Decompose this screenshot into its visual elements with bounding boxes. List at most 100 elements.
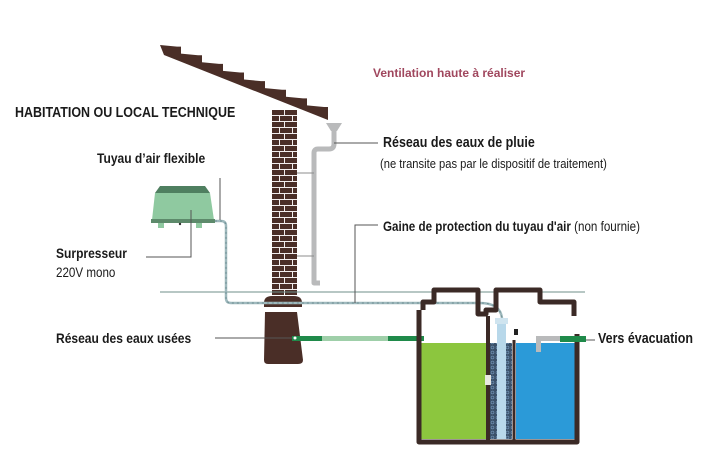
brick (272, 140, 279, 145)
brick (272, 194, 284, 199)
leader-surpresseur (146, 210, 192, 258)
brick (272, 206, 284, 211)
brick (272, 164, 279, 169)
brick (280, 224, 292, 229)
brick (280, 176, 292, 181)
eaux-pluie-note: (ne transite pas par le dispositif de tr… (380, 156, 607, 171)
leader-gaine (354, 224, 378, 303)
roof-shape (160, 45, 328, 120)
brick (285, 122, 297, 127)
brick (285, 146, 297, 151)
brick (272, 200, 279, 205)
eaux-pluie-label: Réseau des eaux de pluie (383, 135, 535, 151)
brick (293, 128, 297, 133)
brick (293, 176, 297, 181)
brick (293, 260, 297, 265)
clarifier-compartment (516, 343, 575, 439)
brick (285, 218, 297, 223)
brick (272, 242, 284, 247)
brick (272, 182, 284, 187)
brick (285, 206, 297, 211)
brick (280, 152, 292, 157)
tuyau-air-label: Tuyau d’air flexible (97, 150, 206, 166)
gaine-label-main: Gaine de protection du tuyau d'air (383, 219, 571, 234)
brick (280, 116, 292, 121)
brick (272, 266, 284, 271)
brick (280, 272, 292, 277)
brick (285, 134, 297, 139)
brick-wall (272, 110, 297, 295)
gaine-label-note: (non fournie) (570, 219, 640, 234)
brick (285, 110, 297, 115)
brick (272, 110, 284, 115)
brick (285, 266, 297, 271)
brick (272, 146, 284, 151)
roof (160, 45, 328, 120)
brick (280, 164, 292, 169)
brick (280, 128, 292, 133)
brick (293, 140, 297, 145)
gaine-label: Gaine de protection du tuyau d'air (non … (383, 219, 640, 234)
brick (293, 200, 297, 205)
surpresseur-label: Surpresseur (56, 245, 127, 261)
brick (285, 158, 297, 163)
brick (272, 260, 279, 265)
brick (293, 152, 297, 157)
brick (272, 254, 284, 259)
brick (285, 194, 297, 199)
eaux-usees-label: Réseau des eaux usées (56, 330, 192, 346)
brick (272, 128, 279, 133)
brick (272, 236, 279, 241)
leader-lines (146, 142, 595, 341)
brick (272, 152, 279, 157)
evacuation-label: Vers évacuation (598, 331, 693, 347)
brick (280, 200, 292, 205)
brick (293, 272, 297, 277)
brick (272, 272, 279, 277)
habitation-label: HABITATION OU LOCAL TECHNIQUE (15, 105, 236, 121)
brick (280, 140, 292, 145)
brick (272, 218, 284, 223)
brick (293, 224, 297, 229)
brick (280, 236, 292, 241)
brick (280, 284, 292, 289)
brick (272, 212, 279, 217)
aeration-tube (497, 318, 506, 439)
brick (293, 116, 297, 121)
tank-wall (420, 287, 577, 317)
brick (293, 284, 297, 289)
brick (285, 242, 297, 247)
surpresseur-unit (151, 186, 215, 228)
brick (272, 170, 284, 175)
brick (285, 170, 297, 175)
brick (272, 278, 284, 283)
surpresseur-spec-label: 220V mono (56, 265, 116, 280)
brick (272, 224, 279, 229)
brick (280, 248, 292, 253)
brick (272, 284, 279, 289)
primary-compartment (420, 343, 486, 439)
brick (293, 248, 297, 253)
outflow-pipe (560, 336, 586, 342)
brick (285, 278, 297, 283)
brick (280, 188, 292, 193)
wall-base-cap (264, 296, 302, 307)
brick (272, 116, 279, 121)
brick (280, 260, 292, 265)
brick (293, 188, 297, 193)
brick (272, 188, 279, 193)
brick (285, 254, 297, 259)
brick (272, 134, 284, 139)
air-hose-corrugation (215, 220, 503, 319)
brick (272, 176, 279, 181)
brick (272, 122, 284, 127)
brick (280, 212, 292, 217)
ventilation-label: Ventilation haute à réaliser (373, 66, 526, 80)
brick (293, 164, 297, 169)
brick (285, 230, 297, 235)
inflow-pipe (292, 336, 424, 341)
treatment-tank (416, 287, 586, 445)
brick (272, 230, 284, 235)
brick (285, 182, 297, 187)
